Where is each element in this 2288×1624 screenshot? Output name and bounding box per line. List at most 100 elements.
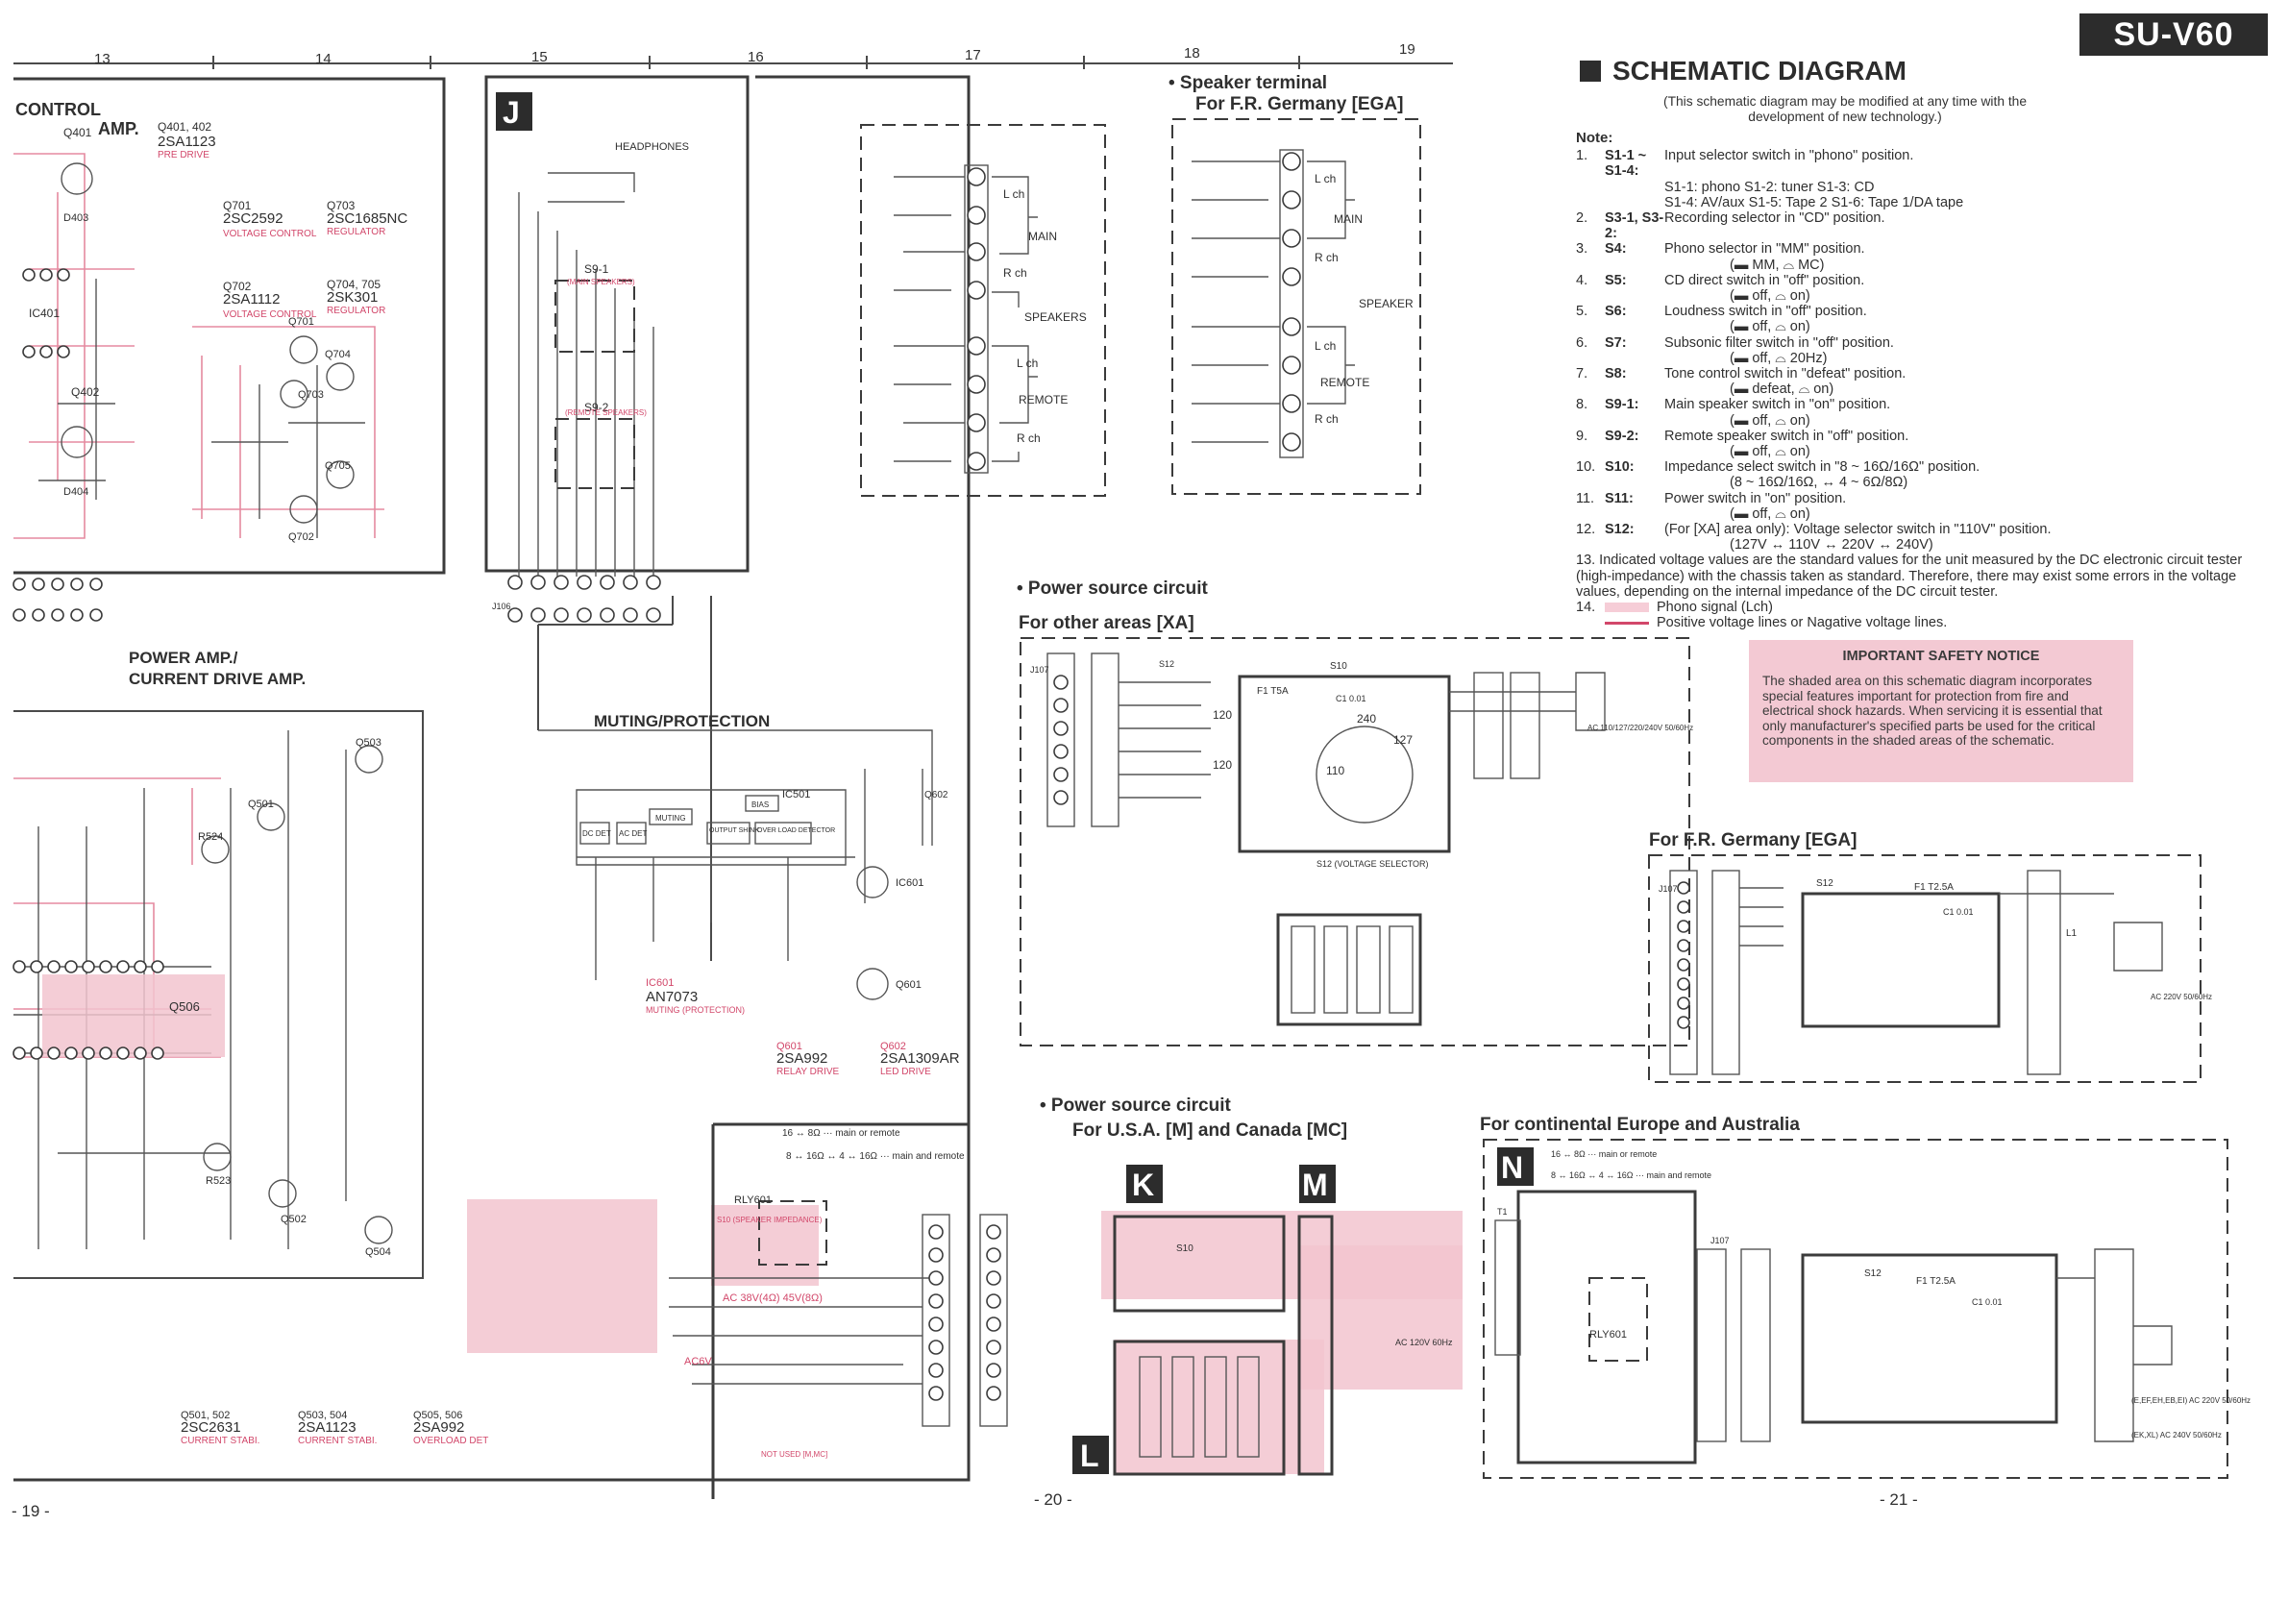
ic-output: OUTPUT SHINK bbox=[709, 827, 759, 834]
ic601-ref: IC601 bbox=[646, 977, 674, 989]
ega-l1: L1 bbox=[2066, 928, 2078, 939]
label-s9-2: S9-2 bbox=[584, 401, 609, 414]
ac-38v: AC 38V(4Ω) 45V(8Ω) bbox=[723, 1292, 823, 1304]
note-key: S12: bbox=[1605, 522, 1635, 538]
note-item: 3.S4:Phono selector in "MM" position. bbox=[1576, 241, 2249, 257]
spk-lch: L ch bbox=[1003, 187, 1024, 201]
q701-ref: Q701 bbox=[223, 199, 252, 212]
label-speaker-terminal: • Speaker terminal bbox=[1169, 73, 1327, 93]
note-item: 9.S9-2:Remote speaker switch in "off" po… bbox=[1576, 429, 2249, 444]
note-number: 4. bbox=[1576, 272, 1588, 288]
note-text: Phono selector in "MM" position. bbox=[1664, 241, 1865, 258]
eu-s10: RLY601 bbox=[1589, 1329, 1627, 1341]
note-number: 3. bbox=[1576, 241, 1588, 258]
note-subline: (8 ~ 16Ω/16Ω, ↔ 4 ~ 6Ω/8Ω) bbox=[1730, 475, 1908, 491]
label-europe: For continental Europe and Australia bbox=[1480, 1115, 1800, 1135]
model-badge: SU-V60 bbox=[2079, 13, 2268, 56]
q602-role: LED DRIVE bbox=[880, 1067, 931, 1077]
eu-ac2: (EK,XL) AC 240V 50/60Hz bbox=[2131, 1431, 2222, 1439]
q505-ref: Q505, 506 bbox=[413, 1410, 462, 1421]
note-text: Main speaker switch in "on" position. bbox=[1664, 397, 1891, 413]
ac6v: AC6V bbox=[684, 1356, 712, 1367]
label-q702: Q702 bbox=[288, 531, 314, 543]
label-current-drive: CURRENT DRIVE AMP. bbox=[129, 670, 306, 688]
grid-num: 13 bbox=[94, 51, 111, 67]
note-14-phono: Phono signal (Lch) bbox=[1657, 600, 1773, 616]
note-item: 6.S7:Subsonic filter switch in "off" pos… bbox=[1576, 335, 2249, 351]
note-subline: (127V ↔ 110V ↔ 220V ↔ 240V) bbox=[1730, 537, 1933, 554]
note-text: (For [XA] area only): Voltage selector s… bbox=[1664, 522, 2052, 538]
phono-swatch-icon bbox=[1605, 603, 1649, 613]
note-13: 13. Indicated voltage values are the sta… bbox=[1576, 553, 2249, 600]
ega-ac: AC 220V 50/60Hz bbox=[2151, 993, 2212, 1001]
note-text: Tone control switch in "defeat" position… bbox=[1664, 366, 1907, 382]
label-power-amp: POWER AMP./ bbox=[129, 649, 238, 667]
note-text: Subsonic filter switch in "off" position… bbox=[1664, 334, 1894, 351]
s9-1-note: (MAIN SPEAKERS) bbox=[567, 278, 635, 286]
xa-t1: S12 bbox=[1159, 659, 1174, 669]
note-subline: (▬ off, ⌓ on) bbox=[1730, 505, 1810, 522]
q702-ref: Q702 bbox=[223, 280, 252, 293]
note-key: S10: bbox=[1605, 459, 1635, 476]
eu-t1: S12 bbox=[1864, 1268, 1882, 1279]
q503-part: 2SA1123 bbox=[298, 1419, 357, 1436]
note-number: 10. bbox=[1576, 459, 1596, 476]
eu-imp-16: 16 ↔ 8Ω ··· main or remote bbox=[1551, 1149, 1657, 1159]
ega-rch: R ch bbox=[1315, 251, 1339, 264]
note-key: S11: bbox=[1605, 490, 1634, 506]
ic601-part: AN7073 bbox=[646, 989, 698, 1005]
note-item: 12.S12:(For [XA] area only): Voltage sel… bbox=[1576, 522, 2249, 537]
q703-part: 2SC1685NC bbox=[327, 210, 407, 227]
s10-note: S10 (SPEAKER IMPEDANCE) bbox=[717, 1216, 823, 1224]
ic-dcdet: DC DET bbox=[582, 829, 611, 838]
spk-remote: REMOTE bbox=[1019, 393, 1068, 406]
q501-part: 2SC2631 bbox=[181, 1419, 241, 1436]
usa-ac: AC 120V 60Hz bbox=[1395, 1338, 1453, 1347]
q505-role: OVERLOAD DET bbox=[413, 1436, 488, 1446]
q503-ref: Q503, 504 bbox=[298, 1410, 347, 1421]
power-europe: For continental Europe and Australia N 1… bbox=[1480, 1115, 2251, 1479]
label-q704: Q704 bbox=[325, 349, 351, 360]
note-item: 2.S3-1, S3-2:Recording selector in "CD" … bbox=[1576, 210, 2249, 241]
spk-main: MAIN bbox=[1028, 230, 1057, 243]
notes-panel: Note: 1.S1-1 ~ S1-4:Input selector switc… bbox=[1576, 130, 2249, 631]
note-text: Impedance select switch in "8 ~ 16Ω/16Ω"… bbox=[1664, 459, 1980, 476]
label-q402: Q402 bbox=[71, 385, 100, 399]
label-usa: For U.S.A. [M] and Canada [MC] bbox=[1072, 1120, 1347, 1141]
power-amp-block: POWER AMP./ CURRENT DRIVE AMP. Q506 R524… bbox=[12, 578, 488, 1446]
q503-role: CURRENT STABI. bbox=[298, 1436, 377, 1446]
speaker-panel: L ch R ch MAIN SPEAKERS L ch REMOTE R ch bbox=[860, 124, 1106, 497]
q704-ref: Q704, 705 bbox=[327, 278, 381, 291]
notes-list: 1.S1-1 ~ S1-4:Input selector switch in "… bbox=[1576, 148, 2249, 553]
power-usa: • Power source circuit For U.S.A. [M] an… bbox=[467, 1095, 1463, 1499]
block-letter-l: L bbox=[1080, 1439, 1099, 1473]
note-key: S9-1: bbox=[1605, 397, 1639, 413]
note-subline: (▬ off, ⌓ on) bbox=[1730, 288, 1810, 305]
xa-c1: C1 0.01 bbox=[1336, 694, 1366, 703]
note-subline: (▬ off, ⌓ 20Hz) bbox=[1730, 350, 1828, 366]
block-letter-j: J bbox=[503, 95, 520, 130]
note-key: S3-1, S3-2: bbox=[1605, 210, 1664, 242]
ega-lch: L ch bbox=[1315, 172, 1336, 185]
ega-c1: C1 0.01 bbox=[1943, 907, 1974, 917]
q501-role: CURRENT STABI. bbox=[181, 1436, 259, 1446]
q401-role: PRE DRIVE bbox=[158, 150, 209, 160]
q704-role: REGULATOR bbox=[327, 306, 385, 316]
label-frg: For F.R. Germany [EGA] bbox=[1649, 830, 1857, 850]
eu-c1: C1 0.01 bbox=[1972, 1297, 2003, 1307]
label-power-source: • Power source circuit bbox=[1017, 578, 1209, 599]
note-text: Loudness switch in "off" position. bbox=[1664, 304, 1867, 320]
not-used: NOT USED [M,MC] bbox=[761, 1450, 827, 1459]
note-text: Power switch in "on" position. bbox=[1664, 490, 1847, 506]
control-amp-block: CONTROL AMP. IC401 Q402 Q401 D403 D404 Q… bbox=[13, 77, 446, 575]
q702-part: 2SA1112 bbox=[223, 291, 281, 308]
title-square-icon bbox=[1580, 61, 1601, 82]
safety-notice: IMPORTANT SAFETY NOTICE The shaded area … bbox=[1749, 640, 2133, 782]
label-q705: Q705 bbox=[325, 460, 351, 472]
grid-num: 15 bbox=[531, 49, 548, 65]
spk-lch-2: L ch bbox=[1017, 357, 1038, 370]
power-xa: • Power source circuit For other areas [… bbox=[1017, 578, 1693, 1046]
q701-part: 2SC2592 bbox=[223, 210, 283, 227]
grid-bar: 13 14 15 16 17 18 19 bbox=[13, 41, 1453, 69]
tap-240: 240 bbox=[1357, 712, 1376, 726]
